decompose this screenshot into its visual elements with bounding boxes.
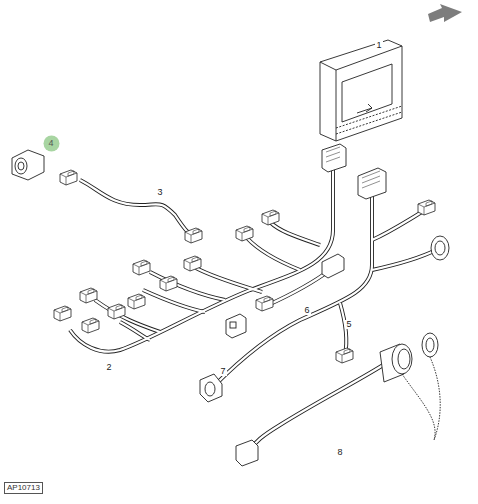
callout-number: 8 xyxy=(336,448,343,457)
figure-id-box: AP10713 xyxy=(4,482,43,494)
callout-number: 5 xyxy=(345,320,352,329)
callout-number: 2 xyxy=(105,363,112,372)
callout-number: 4 xyxy=(48,139,53,148)
callout-number: AP10713 xyxy=(7,484,40,492)
callout-number: 7 xyxy=(219,367,226,376)
callout-number: 6 xyxy=(303,306,310,315)
callout-number: 3 xyxy=(156,188,163,197)
callout-number: 1 xyxy=(375,41,382,50)
callout-circle: 4 xyxy=(43,135,60,152)
